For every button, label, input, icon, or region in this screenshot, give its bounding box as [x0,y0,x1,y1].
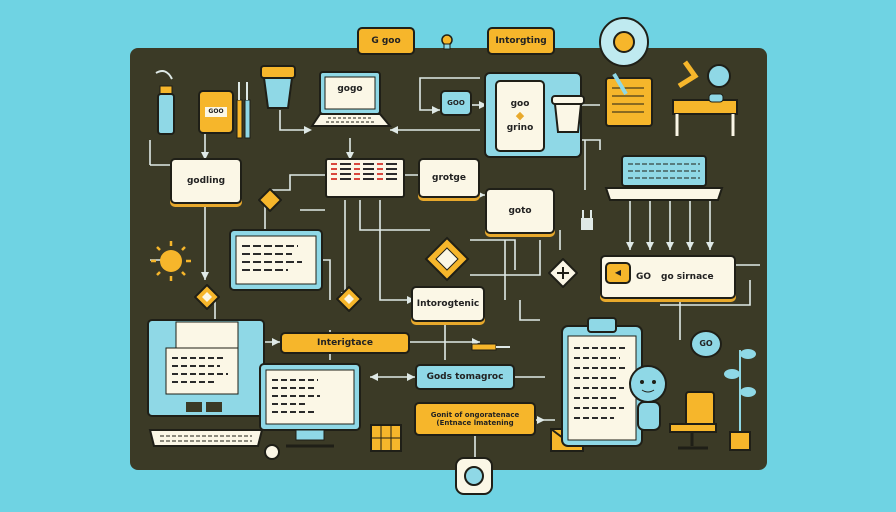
godling-box: godling [170,158,242,204]
laptop-screen-text: gogo [337,84,363,94]
tag-g-goo: G goo [357,27,415,55]
tag-intorgting: Intorgting [487,27,555,55]
laptop-icon [310,70,393,138]
grotge-box: grotge [418,158,480,198]
gods-tomagroc-label: Gods tomagroc [426,371,504,382]
go-simace-label-a: GO [636,271,652,282]
office-chair-icon [664,390,720,452]
interigtace-bar: Interigtace [280,332,410,354]
interogtenic-box: Intorogtenic [411,286,485,322]
mug-icon [550,94,586,134]
tag-intorgting-label: Intorgting [495,35,547,46]
desk-lamp-icon [665,56,743,138]
tablet-line-1: goo [510,98,530,109]
cable-connector-icon [470,338,512,351]
godling-label: godling [186,175,226,186]
coffee-cup-icon [258,64,298,110]
clipboard-icon [560,316,644,448]
tag-g-goo-label: G goo [371,35,401,46]
decision-diamond-1 [257,187,283,213]
keyboard-tray-icon [604,154,724,202]
interigtace-label: Interigtace [317,337,373,348]
decision-diamond-4 [335,285,363,313]
go-simace-tab: ◀ [605,262,631,284]
grotge-label: grotge [432,172,466,183]
sun-icon [150,240,192,282]
code-block-1 [325,158,405,198]
monitor-icon [228,228,324,296]
pencils-icon [235,80,253,140]
lightbulb-icon [440,33,454,51]
tablet-screen: goo ◆ grino [495,80,545,152]
diamond-icon: ◆ [515,109,525,123]
goto-label: goto [508,205,532,216]
target-circle-icon [598,16,650,68]
goo-chip-label: GOO [447,98,465,107]
lower-monitor-icon [258,362,362,448]
grid-block-icon [370,424,402,452]
plug-icon [580,208,594,232]
goto-box: goto [485,188,555,234]
toolbox: GOO [198,90,234,134]
bottle-icon [148,68,182,138]
go-bubble-label: GO [699,339,713,349]
plant-icon [722,340,758,452]
gods-tomagroc-box: Gods tomagroc [415,364,515,390]
ongoratenace-box: Gonit of ongoratenace (Entnace lmatening [414,402,536,436]
go-simace-label-b: go sirnace [661,271,714,282]
power-node-icon[interactable] [454,456,494,496]
ongoratenace-line-1: Gonit of ongoratenace [430,410,520,419]
desktop-computer-icon [146,318,266,454]
ongoratenace-line-2: (Entnace lmatening [436,419,514,427]
decision-diamond-plus [547,257,579,289]
robot-mascot-icon [626,362,672,434]
tablet-line-2: grino [506,122,534,133]
decision-diamond-2 [424,236,470,282]
interogtenic-label: Intorogtenic [416,298,480,309]
decision-diamond-3 [193,283,221,311]
go-bubble: GO [690,330,722,358]
goo-chip: GOO [440,90,472,116]
node-dot-icon [263,443,281,461]
notebook-icon [600,72,656,128]
